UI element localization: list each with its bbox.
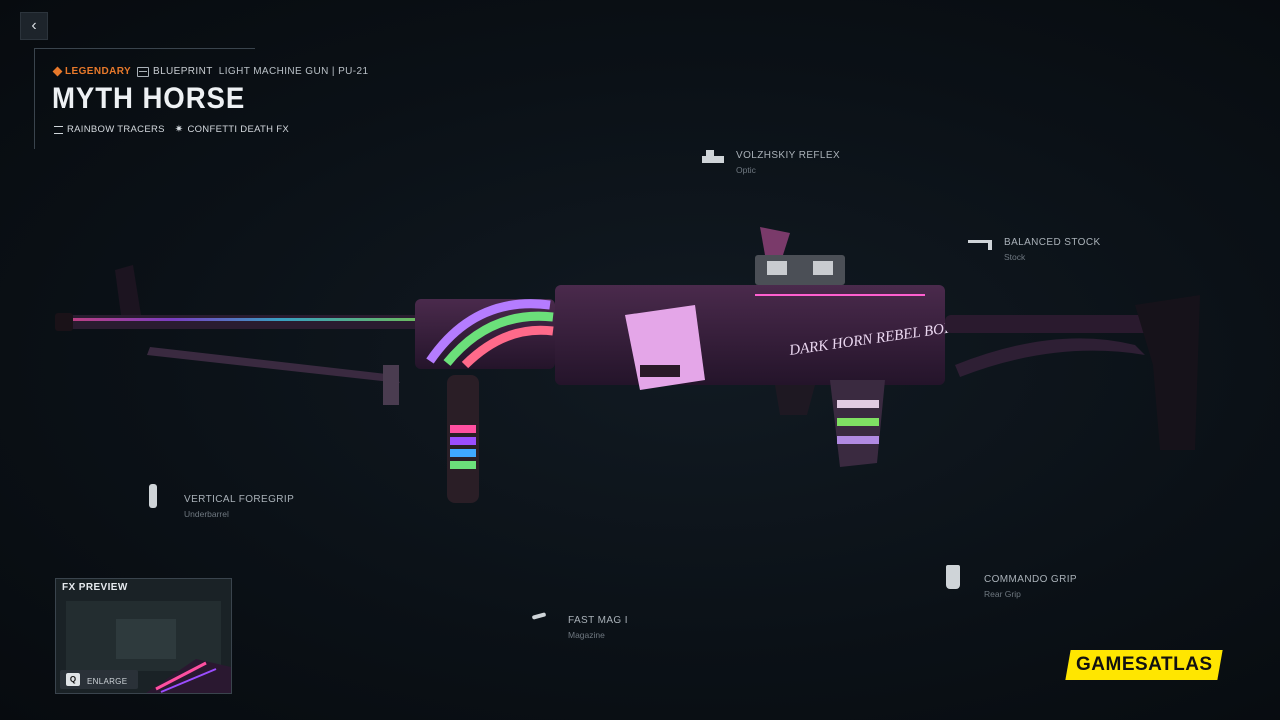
attachment-name: VERTICAL FOREGRIP (184, 494, 295, 505)
perk-label: CONFETTI DEATH FX (187, 124, 289, 135)
weapon-title: MYTH HORSE (52, 82, 246, 115)
perk-tracers: RAINBOW TRACERS (54, 124, 165, 135)
attachment-optic[interactable]: VOLZHSKIY REFLEX Optic (700, 150, 840, 175)
rarity-badge: LEGENDARY (52, 66, 132, 77)
rarity-diamond-icon (52, 66, 63, 77)
reflex-sight-icon (700, 150, 726, 168)
watermark-text: GAMESATLAS (1075, 654, 1213, 675)
weapon-class: LIGHT MACHINE GUN | PU-21 (218, 66, 369, 77)
attachment-name: VOLZHSKIY REFLEX (736, 150, 841, 161)
weapon-meta-row: LEGENDARY BLUEPRINT LIGHT MACHINE GUN | … (52, 66, 369, 77)
perk-list: RAINBOW TRACERS ✷ CONFETTI DEATH FX (54, 124, 289, 135)
rear-grip-icon (944, 565, 964, 591)
key-q-badge: Q (66, 673, 80, 686)
perk-label: RAINBOW TRACERS (67, 124, 165, 135)
attachment-type: Rear Grip (984, 589, 1021, 599)
enlarge-label: ENLARGE (87, 677, 128, 686)
attachment-type: Magazine (568, 630, 605, 640)
attachment-type: Optic (736, 165, 756, 175)
perk-death-fx: ✷ CONFETTI DEATH FX (175, 124, 289, 135)
attachment-name: FAST MAG I (568, 615, 628, 626)
attachment-underbarrel[interactable]: VERTICAL FOREGRIP Underbarrel (146, 484, 294, 519)
blueprint-icon (137, 66, 150, 77)
attachment-stock[interactable]: BALANCED STOCK Stock (968, 237, 1101, 262)
foregrip-icon (146, 484, 160, 510)
back-button[interactable]: ‹ (20, 12, 48, 40)
attachment-rear-grip[interactable]: COMMANDO GRIP Rear Grip (944, 565, 1077, 599)
fx-preview-title: FX PREVIEW (62, 582, 128, 593)
weapon-model: DARK HORN REBEL BORN (55, 227, 1200, 503)
gamesatlas-logo: GAMESATLAS (1065, 650, 1223, 680)
tracer-icon (54, 125, 63, 134)
magazine-icon (530, 612, 548, 624)
attachment-name: COMMANDO GRIP (984, 574, 1077, 585)
blueprint-label: BLUEPRINT (153, 66, 213, 77)
header-frame (34, 48, 255, 149)
burst-icon: ✷ (174, 124, 184, 135)
attachment-type: Stock (1004, 252, 1026, 262)
attachment-name: BALANCED STOCK (1004, 237, 1101, 248)
blueprint-badge: BLUEPRINT (137, 66, 213, 77)
rarity-label: LEGENDARY (65, 66, 132, 77)
attachment-type: Underbarrel (184, 509, 229, 519)
attachment-magazine[interactable]: FAST MAG I Magazine (530, 612, 628, 640)
stock-icon (968, 237, 994, 255)
chevron-left-icon: ‹ (31, 17, 37, 34)
